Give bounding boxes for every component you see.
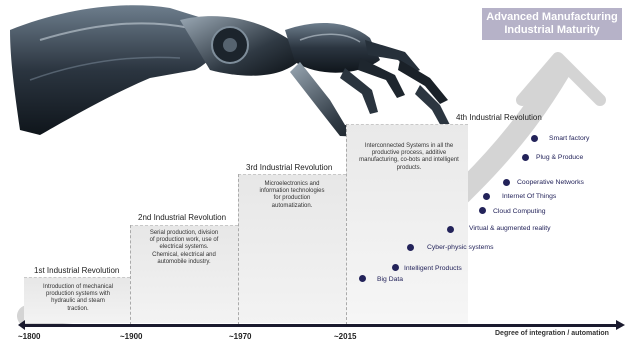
revolution-4-block xyxy=(346,124,468,323)
timeline-start-arrowhead xyxy=(18,320,25,330)
cyber-physic-systems-label: Cyber-physic systems xyxy=(427,244,494,251)
divider-1900 xyxy=(130,225,131,325)
virtual-augmented-reality-label: Virtual & augmented reality xyxy=(469,225,551,232)
revolution-1-label: 1st Industrial Revolution xyxy=(34,266,120,275)
tick-2015: ~2015 xyxy=(334,332,357,341)
tick-1800: ~1800 xyxy=(18,332,41,341)
cloud-computing-dot xyxy=(479,207,486,214)
tick-1970: ~1970 xyxy=(229,332,252,341)
smart-factory-dot xyxy=(531,135,538,142)
cyber-physic-systems-dot xyxy=(407,244,414,251)
intelligent-products-dot xyxy=(392,264,399,271)
divider-1970 xyxy=(238,174,239,325)
timeline-arrowhead xyxy=(616,320,625,330)
plug-produce-dot xyxy=(522,154,529,161)
big-data-dot xyxy=(359,275,366,282)
smart-factory-label: Smart factory xyxy=(549,135,590,142)
big-data-label: Big Data xyxy=(377,276,404,283)
plug-produce-label: Plug & Produce xyxy=(536,154,584,161)
revolution-3-label: 3rd Industrial Revolution xyxy=(246,163,333,172)
revolution-3-block xyxy=(238,174,346,323)
maturity-title-box: Advanced Manufacturing Industrial Maturi… xyxy=(482,8,622,40)
cooperative-networks-dot xyxy=(503,179,510,186)
intelligent-products-label: Intelligent Products xyxy=(404,265,462,272)
timeline-axis xyxy=(22,324,618,327)
revolution-1-block xyxy=(24,277,130,323)
cloud-computing-label: Cloud Computing xyxy=(493,208,546,215)
revolution-4-label: 4th Industrial Revolution xyxy=(456,113,542,122)
virtual-augmented-reality-dot xyxy=(447,226,454,233)
tick-1900: ~1900 xyxy=(120,332,143,341)
cooperative-networks-label: Cooperative Networks xyxy=(517,179,584,186)
revolution-2-label: 2nd Industrial Revolution xyxy=(138,213,227,222)
axis-label: Degree of integration / automation xyxy=(495,330,609,337)
title-line-1: Advanced Manufacturing xyxy=(486,11,618,23)
title-line-2: Industrial Maturity xyxy=(504,24,600,36)
divider-2015 xyxy=(346,124,347,325)
internet-of-things-label: Internet Of Things xyxy=(502,193,557,200)
internet-of-things-dot xyxy=(483,193,490,200)
robot-arm-illustration xyxy=(10,5,450,138)
revolution-2-block xyxy=(130,225,238,323)
